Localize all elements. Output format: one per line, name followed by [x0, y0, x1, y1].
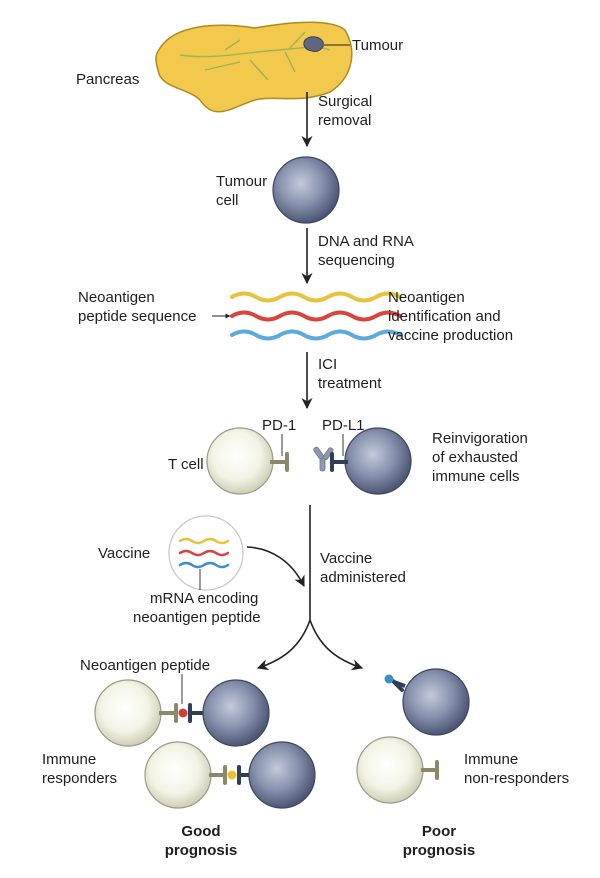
ici-label-1: ICI — [318, 356, 337, 373]
pdl1-label: PD-L1 — [322, 417, 365, 434]
pdl1-ligand — [330, 452, 348, 472]
reinvigoration-label-1: Reinvigoration — [432, 430, 528, 447]
good-prognosis-label-1: Good — [181, 823, 220, 840]
neoantigen-seq-label-2: peptide sequence — [78, 308, 196, 325]
responder-binding-1 — [159, 703, 205, 723]
poor-prognosis-label-2: prognosis — [403, 842, 476, 859]
t-cell — [206, 427, 274, 495]
responder-binding-2 — [209, 765, 254, 785]
responder-t-cell-2 — [144, 741, 212, 809]
mrna-label-1: mRNA encoding — [150, 590, 258, 607]
peptide-yellow — [227, 770, 237, 780]
immune-responders-label-1: Immune — [42, 751, 96, 768]
good-prognosis-label-2: prognosis — [165, 842, 238, 859]
ici-label-2: treatment — [318, 375, 382, 392]
tumour-cell-label-2: cell — [216, 192, 239, 209]
t-cell-label: T cell — [168, 456, 204, 473]
immune-non-responders-label-2: non-responders — [464, 770, 569, 787]
responder-tumour-cell-2 — [248, 741, 316, 809]
vaccine-administered-label-1: Vaccine — [320, 550, 372, 567]
arrow-vaccine-to-trunk — [246, 546, 305, 588]
pd1-receptor — [270, 452, 289, 472]
neoantigen-seq-label-1: Neoantigen — [78, 289, 155, 306]
poor-prognosis-label-1: Poor — [422, 823, 456, 840]
rna-strands — [230, 291, 402, 341]
pancreas-organ — [155, 21, 353, 113]
tumour-label: Tumour — [352, 37, 403, 54]
pancreas-label: Pancreas — [76, 71, 139, 88]
non-responder-tumour-cell — [402, 668, 470, 736]
identification-label-1: Neoantigen — [388, 289, 465, 306]
peptide-red — [178, 708, 188, 718]
neoantigen-peptide-label: Neoantigen peptide — [80, 657, 210, 674]
sequencing-label-1: DNA and RNA — [318, 233, 414, 250]
peptide-blue — [384, 674, 394, 684]
non-responder-pd1 — [421, 760, 439, 780]
identification-label-3: vaccine production — [388, 327, 513, 344]
ici-antibody — [313, 446, 334, 472]
arrow-branch-right — [309, 619, 364, 671]
non-responder-t-cell — [356, 736, 424, 804]
reinvigoration-label-2: of exhausted — [432, 449, 518, 466]
non-responder-mhc-peptide — [384, 674, 406, 692]
sequencing-label-2: sequencing — [318, 252, 395, 269]
vaccine-label: Vaccine — [98, 545, 150, 562]
immune-responders-label-2: responders — [42, 770, 117, 787]
vaccine-administered-label-2: administered — [320, 569, 406, 586]
tumour-cell-label-1: Tumour — [216, 173, 267, 190]
surgical-label-1: Surgical — [318, 93, 372, 110]
reinvigoration-label-3: immune cells — [432, 468, 520, 485]
identification-label-2: identification and — [388, 308, 501, 325]
responder-t-cell-1 — [94, 679, 162, 747]
immune-non-responders-label-1: Immune — [464, 751, 518, 768]
tumour-cell-2 — [344, 427, 412, 495]
mrna-label-2: neoantigen peptide — [133, 609, 261, 626]
arrow-branch-left — [256, 619, 311, 671]
surgical-label-2: removal — [318, 112, 371, 129]
vaccine-mrna-strands — [178, 537, 230, 569]
responder-tumour-cell-1 — [202, 679, 270, 747]
pd1-label: PD-1 — [262, 417, 296, 434]
tumour-cell — [272, 156, 340, 224]
